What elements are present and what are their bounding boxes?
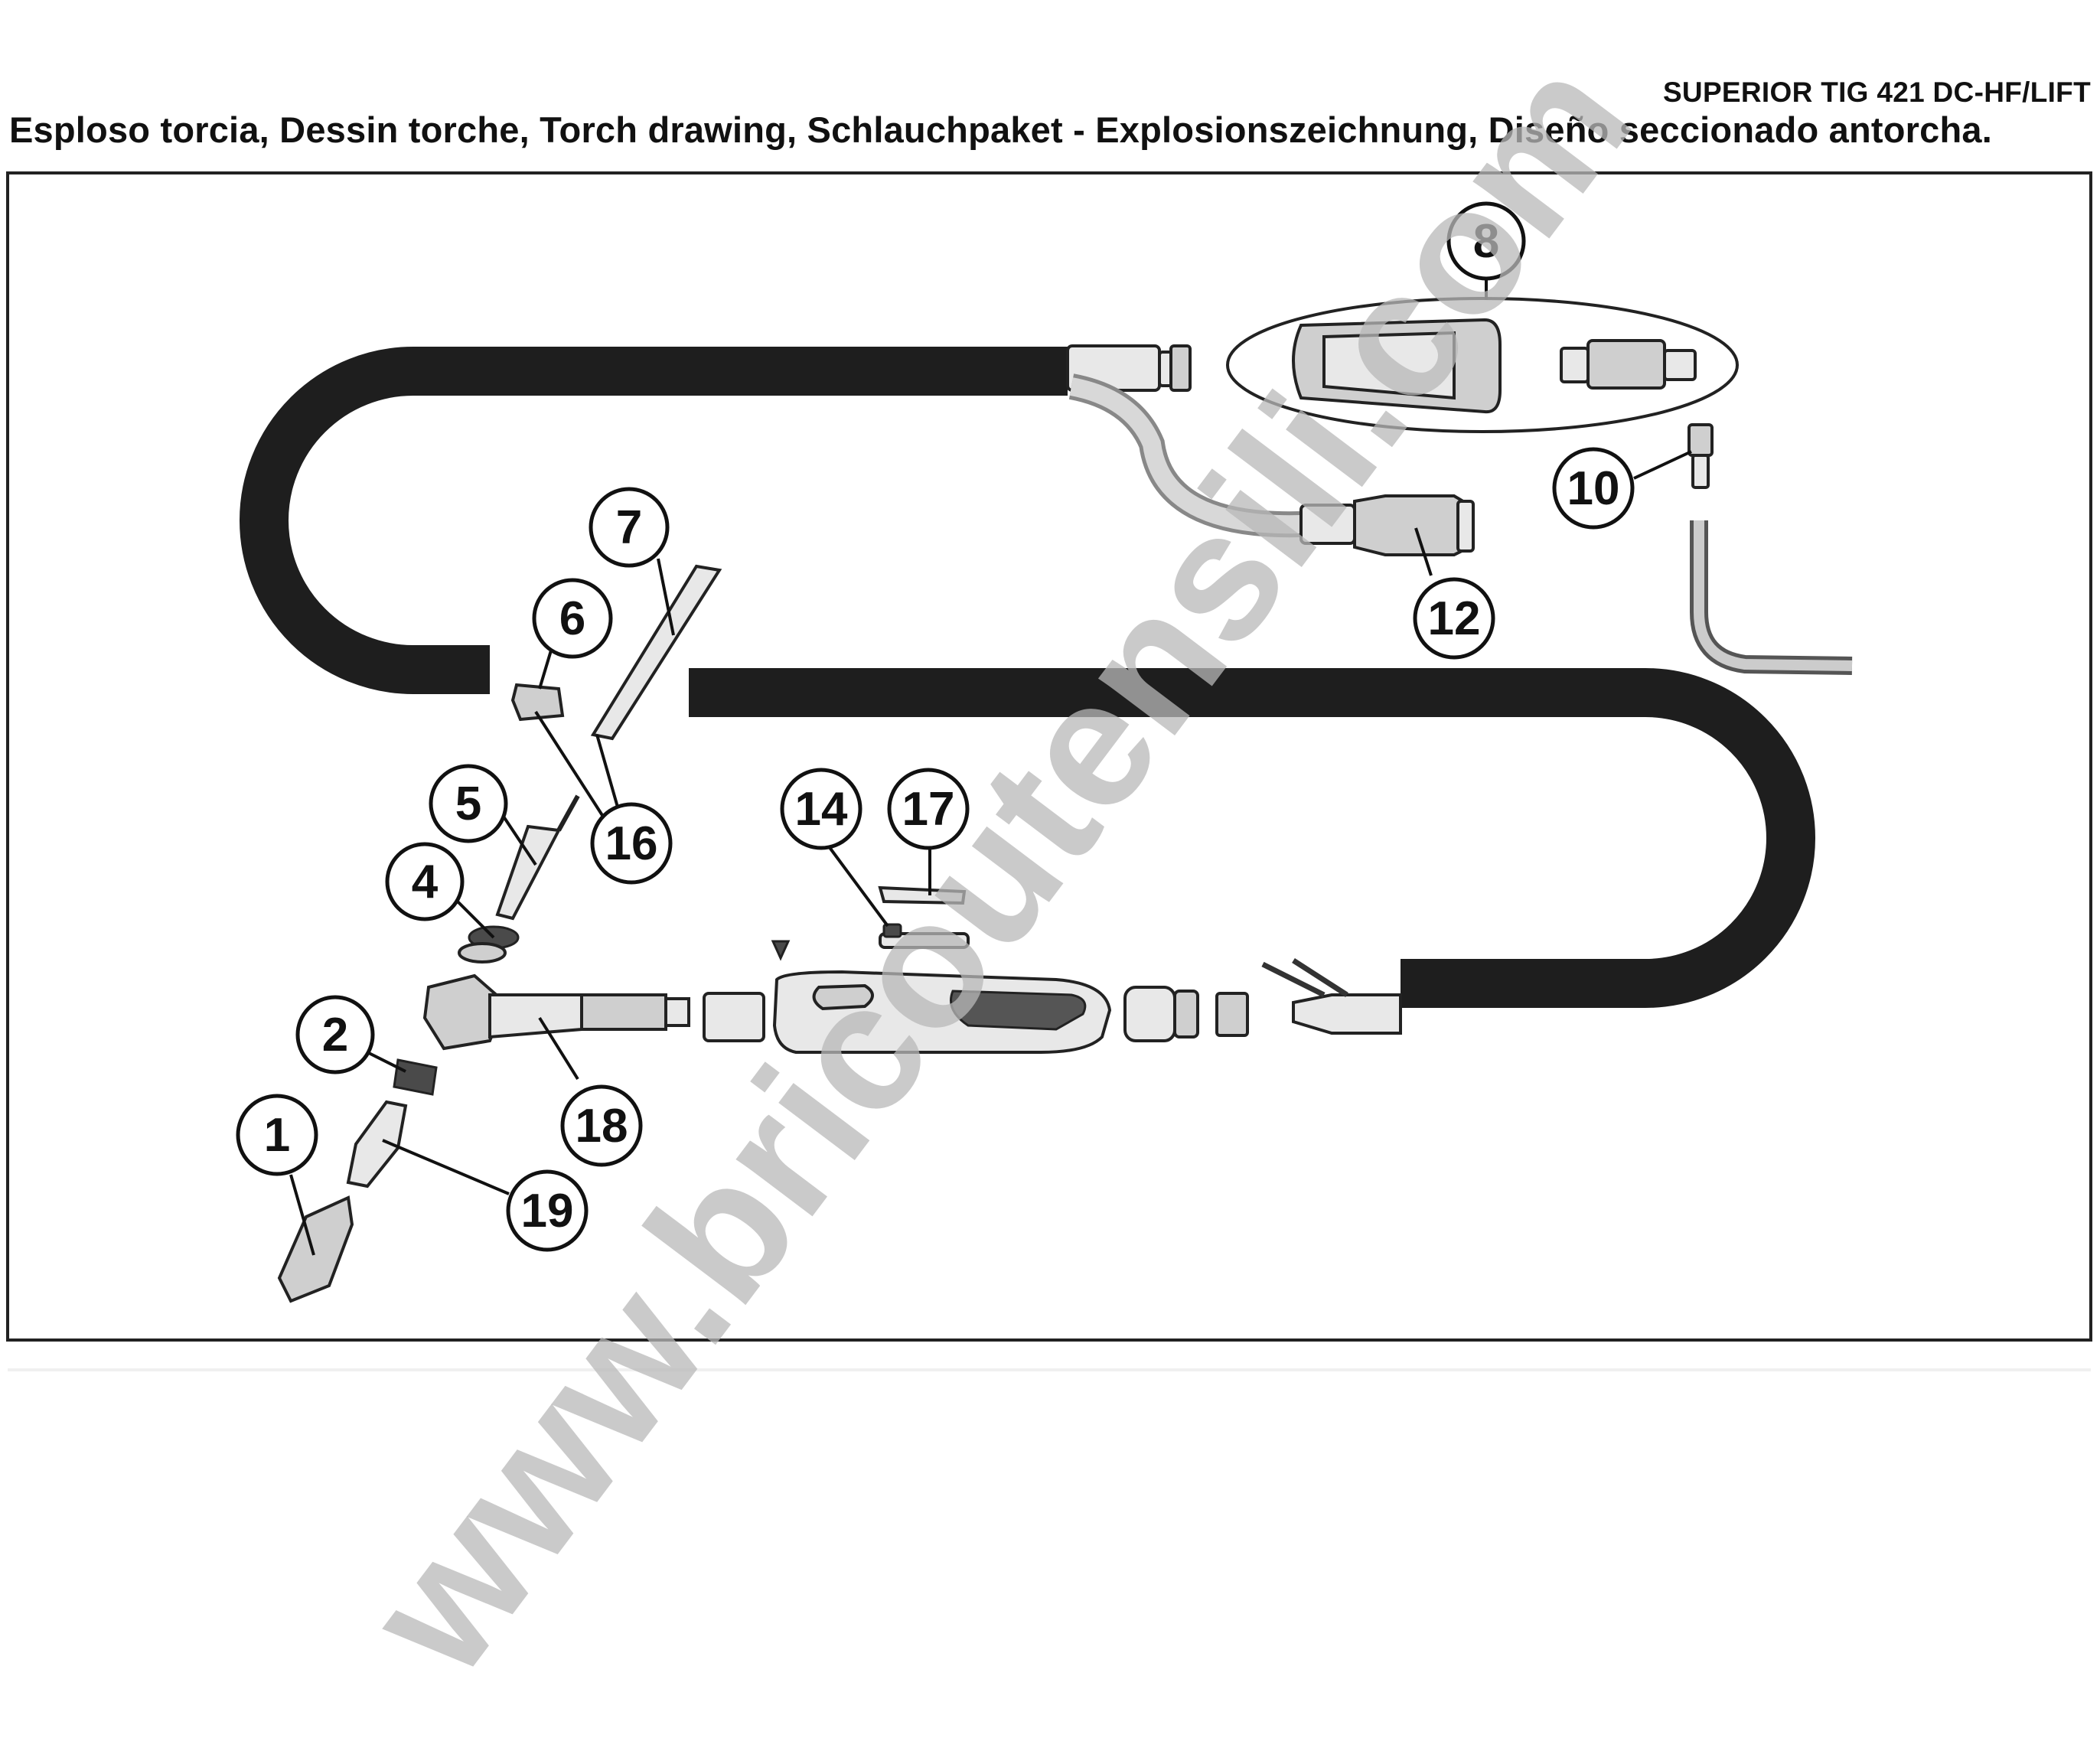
handle-button-recess — [812, 983, 874, 1011]
callout-7: 7 — [589, 487, 670, 568]
connector-group-ellipse — [1226, 297, 1739, 433]
svg-text:14: 14 — [795, 783, 848, 836]
cooling-tube — [1690, 520, 1853, 675]
callout-4: 4 — [385, 842, 465, 921]
callout-2: 2 — [295, 995, 375, 1074]
callout-10: 10 — [1552, 447, 1635, 530]
back-cap-6 — [510, 683, 565, 722]
leader-10 — [1633, 450, 1692, 480]
gas-lens-2 — [393, 1058, 438, 1096]
leader-1 — [289, 1174, 315, 1256]
leader-4 — [454, 898, 495, 939]
svg-text:4: 4 — [412, 856, 439, 908]
leader-14 — [825, 842, 889, 928]
callout-5: 5 — [429, 764, 508, 843]
svg-text:6: 6 — [559, 592, 585, 645]
svg-text:17: 17 — [902, 783, 955, 836]
gas-hose-inner — [1069, 377, 1302, 534]
torch-head-18 — [422, 973, 507, 1051]
svg-text:18: 18 — [576, 1100, 628, 1153]
trigger-parts — [771, 885, 970, 961]
drawing-title: Esploso torcia, Dessin torche, Torch dra… — [9, 109, 1993, 150]
svg-text:1: 1 — [264, 1109, 290, 1162]
leader-7 — [657, 558, 675, 636]
callout-18: 18 — [560, 1084, 643, 1167]
callout-17: 17 — [887, 768, 970, 850]
callout-8: 8 — [1446, 201, 1526, 281]
cable-end-wires — [1261, 958, 1402, 1035]
model-label: SUPERIOR TIG 421 DC-HF/LIFT — [1662, 77, 2091, 108]
callout-12: 12 — [1413, 577, 1495, 660]
handle-grip-pad — [950, 990, 1087, 1031]
electrode-5 — [495, 824, 562, 921]
svg-text:12: 12 — [1428, 592, 1481, 645]
leader-16a — [534, 710, 606, 820]
cable-coupling — [703, 992, 765, 1042]
leader-19 — [382, 1139, 510, 1195]
power-connector-8 — [1560, 339, 1697, 390]
leader-18 — [538, 1016, 579, 1081]
plug-cover-8 — [1292, 318, 1502, 414]
ceramic-nozzle-1 — [277, 1195, 354, 1303]
collet-body-19 — [346, 1100, 408, 1188]
leader-12 — [1414, 527, 1433, 576]
svg-text:16: 16 — [605, 817, 658, 870]
electrode-tip — [556, 794, 580, 832]
callout-19: 19 — [506, 1169, 589, 1252]
svg-text:5: 5 — [455, 778, 481, 830]
handle-end-parts — [1123, 986, 1249, 1042]
diagram-frame — [6, 171, 2092, 1342]
leader-16b — [595, 734, 621, 816]
back-cap-long-7 — [590, 564, 722, 741]
gas-connector-12 — [1299, 494, 1475, 556]
svg-text:19: 19 — [521, 1185, 574, 1237]
cooling-tube-inner — [1694, 520, 1853, 671]
leader-6 — [538, 650, 553, 690]
fitting-10 — [1688, 423, 1714, 489]
callout-1: 1 — [236, 1094, 318, 1176]
callout-14: 14 — [780, 768, 862, 850]
svg-text:7: 7 — [616, 501, 642, 554]
callout-16: 16 — [590, 802, 673, 885]
callout-6: 6 — [532, 578, 613, 659]
svg-text:8: 8 — [1473, 215, 1499, 268]
main-hose — [240, 347, 1815, 1008]
torch-neck-18 — [488, 993, 583, 1039]
svg-text:2: 2 — [322, 1009, 348, 1061]
neck-rings — [580, 993, 690, 1031]
svg-text:10: 10 — [1567, 462, 1620, 515]
